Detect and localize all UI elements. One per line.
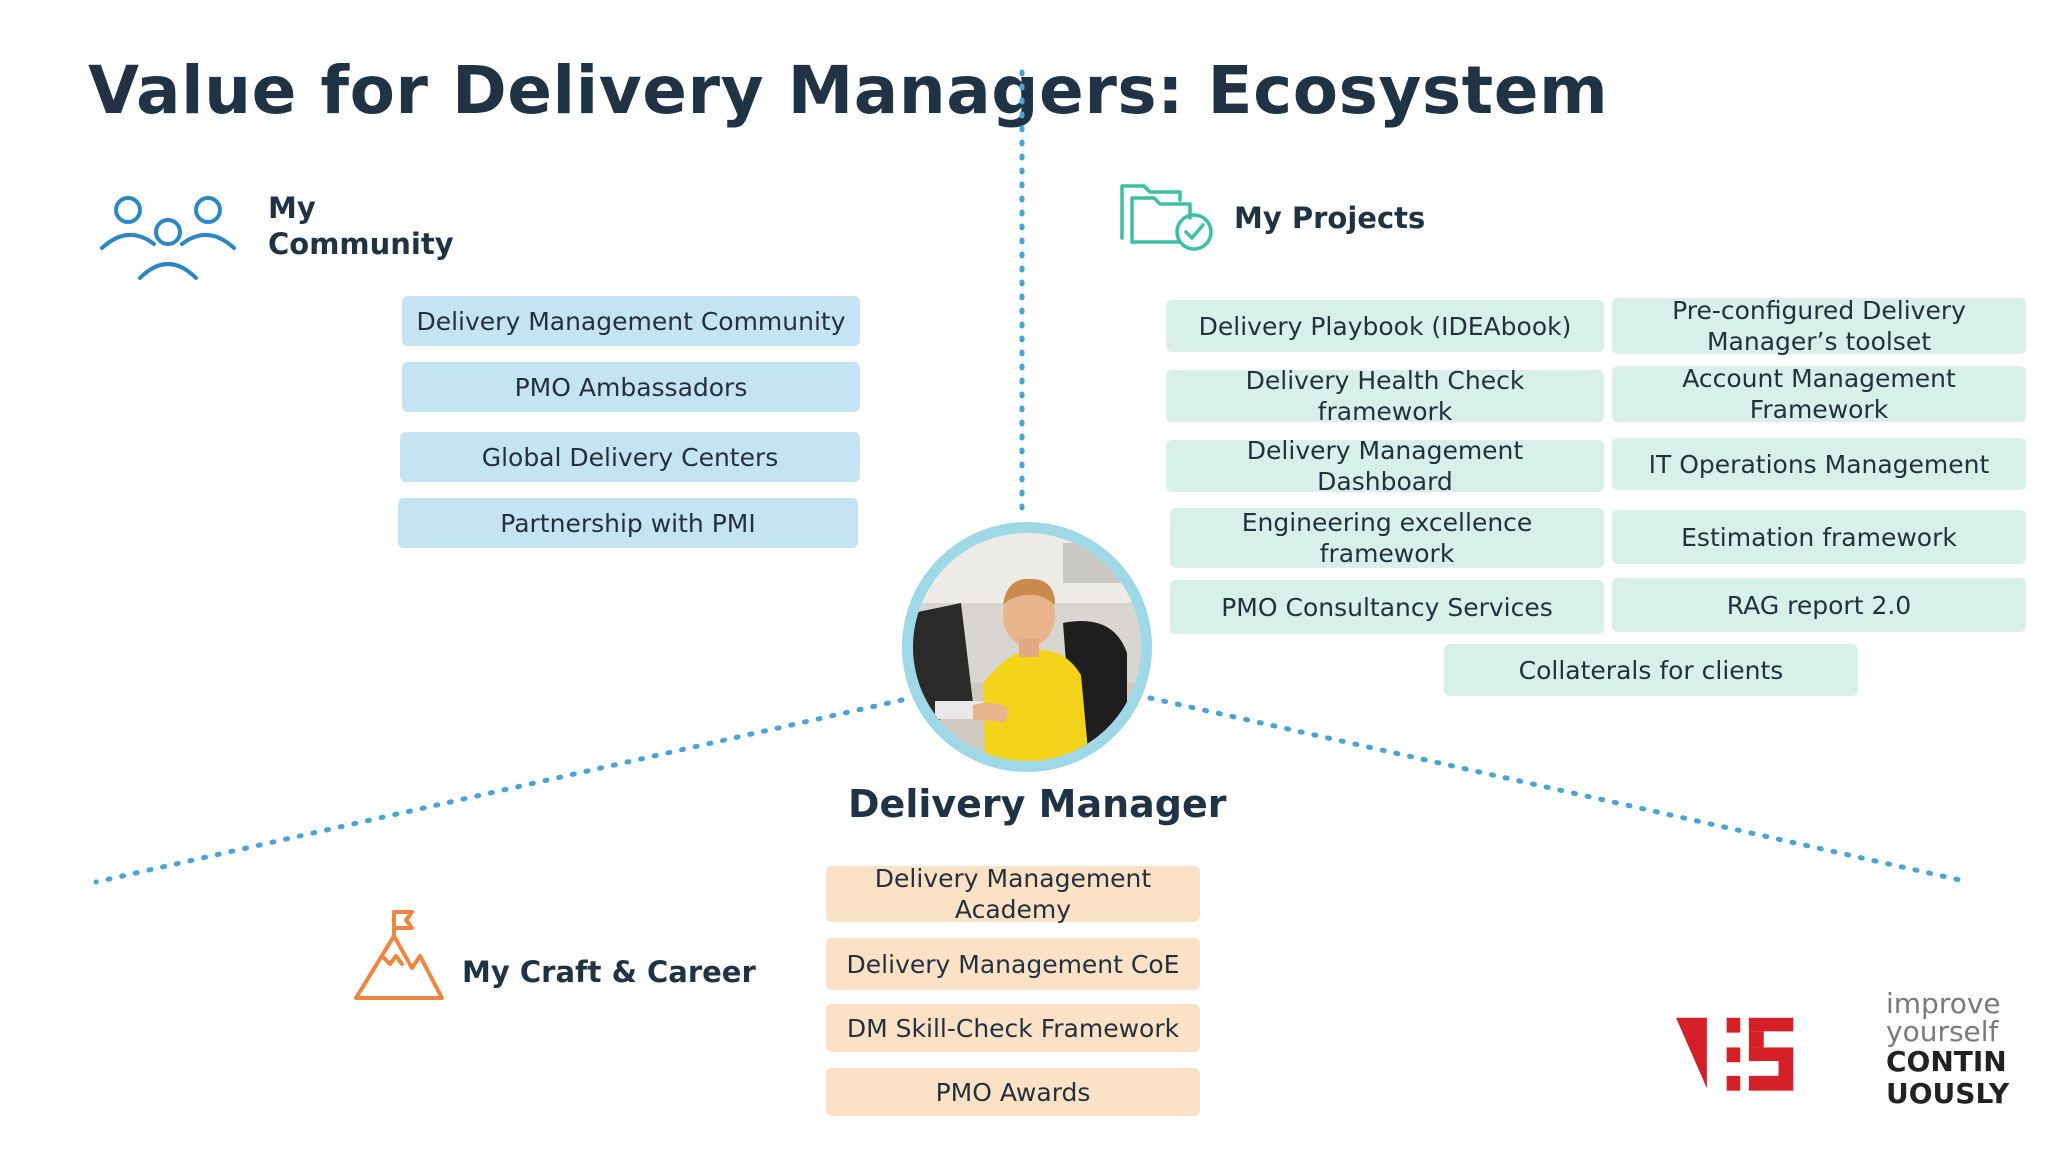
- career-heading: My Craft & Career: [462, 955, 756, 989]
- community-item: Delivery Management Community: [402, 296, 860, 346]
- projects-heading: My Projects: [1234, 201, 1426, 235]
- page-title: Value for Delivery Managers: Ecosystem: [88, 52, 1609, 129]
- career-item: Delivery Management CoE: [826, 938, 1200, 990]
- folder-check-icon: [1120, 184, 1213, 251]
- projects-item: Estimation framework: [1612, 510, 2026, 564]
- connector-left: [93, 697, 905, 885]
- projects-item: Engineering excellence framework: [1170, 508, 1604, 568]
- community-item: PMO Ambassadors: [402, 362, 860, 412]
- avatar: [902, 522, 1152, 772]
- projects-item: Delivery Management Dashboard: [1166, 436, 1604, 496]
- community-heading-line1: My: [268, 191, 316, 225]
- people-icon: [100, 196, 236, 280]
- projects-item: Account Management Framework: [1612, 364, 2026, 424]
- role-label: Delivery Manager: [848, 782, 1227, 826]
- career-item: DM Skill-Check Framework: [826, 1004, 1200, 1052]
- mountain-flag-icon: [354, 910, 444, 1000]
- connector-right: [1147, 695, 1963, 883]
- logo-line2: yourself: [1886, 1015, 1999, 1048]
- projects-item: Delivery Playbook (IDEAbook): [1166, 300, 1604, 352]
- person-illustration: [913, 533, 1141, 761]
- logo-line1: improve: [1886, 987, 2001, 1020]
- company-logo: [1676, 1017, 1794, 1091]
- career-item: PMO Awards: [826, 1068, 1200, 1116]
- projects-item: IT Operations Management: [1612, 438, 2026, 490]
- community-item: Global Delivery Centers: [400, 432, 860, 482]
- projects-item: RAG report 2.0: [1612, 578, 2026, 632]
- projects-item: Pre-configured Delivery Manager’s toolse…: [1612, 296, 2026, 356]
- logo-text: improve yourself CONTIN UOUSLY: [1886, 990, 2009, 1110]
- community-heading: My Community: [268, 190, 454, 262]
- community-heading-line2: Community: [268, 227, 454, 261]
- community-item: Partnership with PMI: [398, 498, 858, 548]
- person-photo: [913, 533, 1141, 761]
- projects-item: Delivery Health Check framework: [1166, 366, 1604, 426]
- career-item: Delivery Management Academy: [826, 864, 1200, 924]
- logo-line3: CONTIN: [1886, 1045, 2007, 1078]
- logo-line4: UOUSLY: [1886, 1077, 2010, 1110]
- projects-item: PMO Consultancy Services: [1170, 580, 1604, 634]
- projects-item: Collaterals for clients: [1444, 644, 1858, 696]
